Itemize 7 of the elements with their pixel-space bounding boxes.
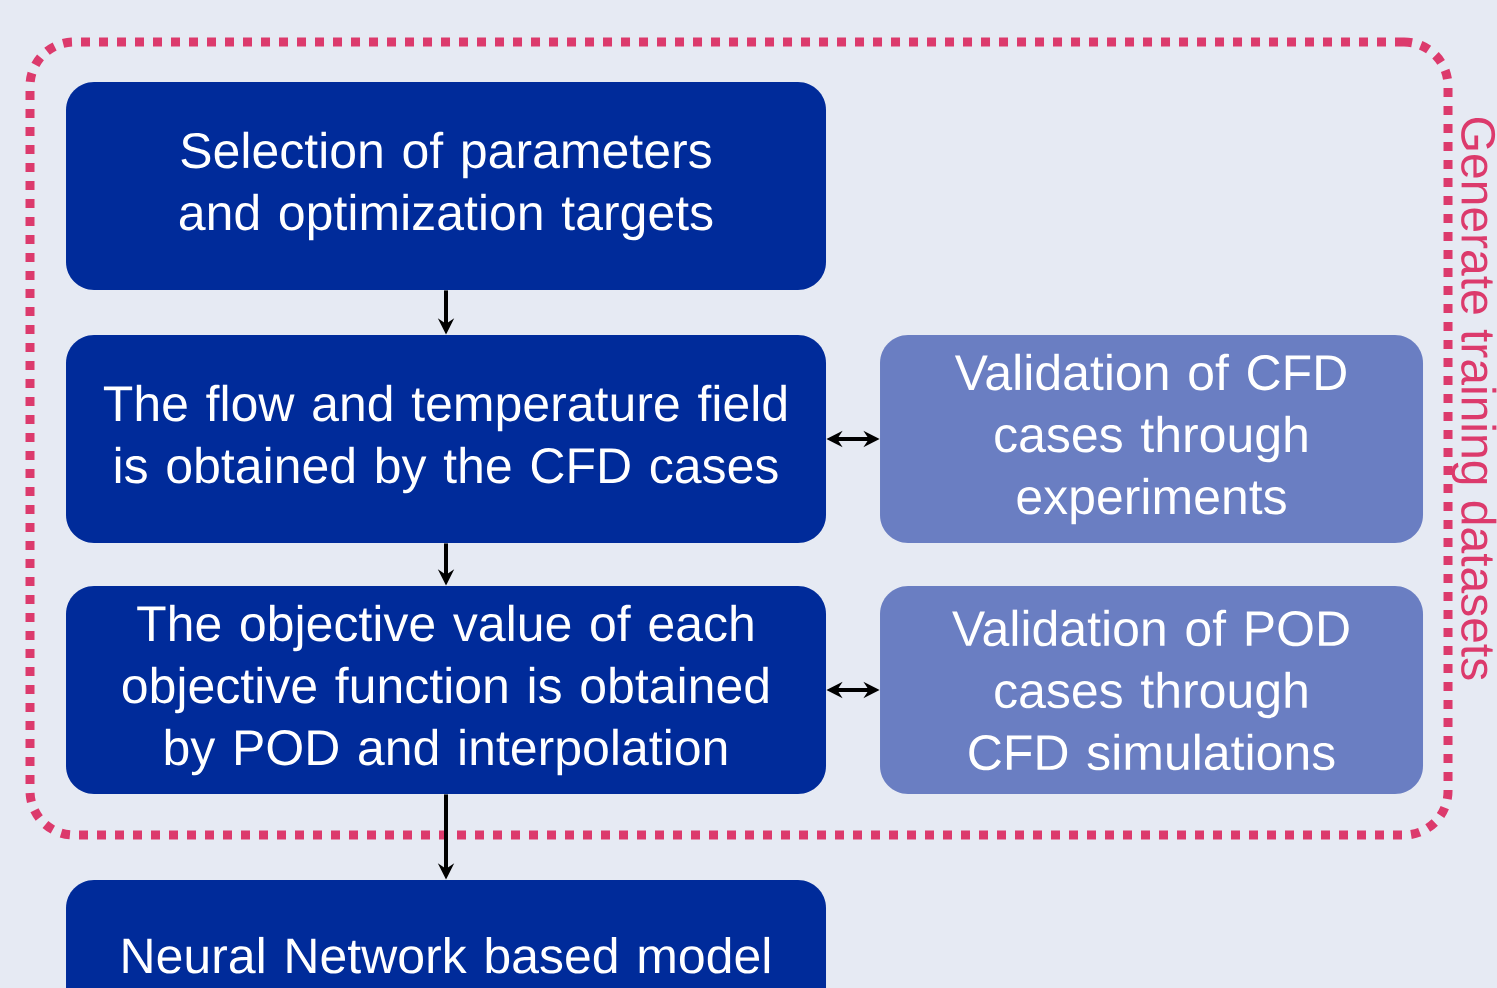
group-label: Generate training datasets xyxy=(1451,118,1497,680)
process-box: Selection of parameters and optimization targets xyxy=(66,82,826,290)
process-box: Validation of POD cases through CFD simulations xyxy=(880,586,1423,794)
process-box: The flow and temperature field is obtained by the CFD cases xyxy=(66,335,826,543)
process-box: The objective value of each objective function is obtained by POD and interpolation xyxy=(66,586,826,794)
process-box: Neural Network based model xyxy=(66,880,826,988)
process-box: Validation of CFD cases through experiments xyxy=(880,335,1423,543)
